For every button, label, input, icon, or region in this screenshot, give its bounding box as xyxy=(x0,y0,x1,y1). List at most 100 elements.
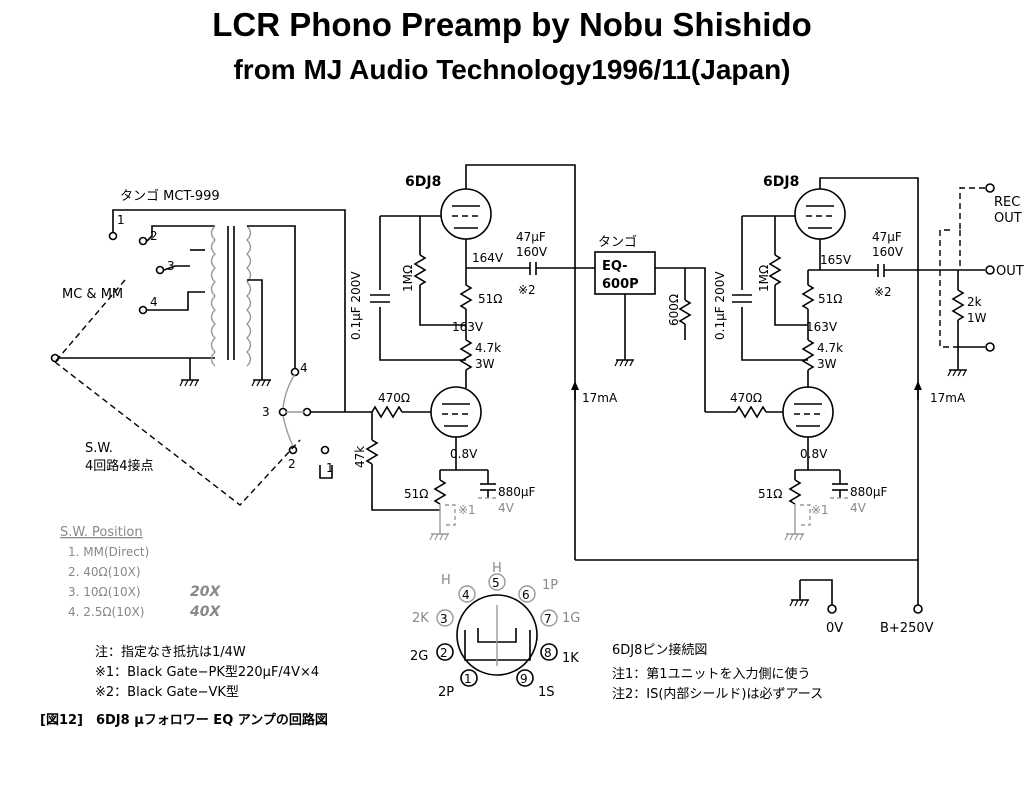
s2-current: 17mA xyxy=(930,391,966,405)
notes: 注：指定なき抵抗は1/4W ※1：Black Gate−PK型220μF/4V×… xyxy=(40,645,328,728)
pin-1: 1 xyxy=(464,672,472,686)
s2-out: OUT xyxy=(996,264,1024,279)
input-label: MC & MM xyxy=(62,287,123,302)
pin-label-h-left: H xyxy=(441,573,451,588)
s1-r47k-w: 3W xyxy=(475,357,495,371)
sw-position-list: S.W. Position 1. MM(Direct) 2. 40Ω(10X) … xyxy=(60,525,221,620)
s1-cap880-v: 4V xyxy=(498,501,515,515)
note-1: ※1：Black Gate−PK型220μF/4V×4 xyxy=(95,665,319,680)
eq-maker: タンゴ xyxy=(598,234,637,250)
figure-caption: [図12] 6DJ8 μフォロワー EQ アンプの回路図 xyxy=(40,712,328,728)
s1-cap47-v: 160V xyxy=(516,245,548,259)
pinout-title: 6DJ8ピン接続図 xyxy=(612,642,707,658)
s2-r51: 51Ω xyxy=(818,292,842,306)
eq-section: タンゴ EQ- 600P 600Ω xyxy=(594,234,706,412)
note-2: ※2：Black Gate−VK型 xyxy=(95,685,239,700)
switch-pos-2: 2 xyxy=(288,457,296,471)
pin-label-2g: 2G xyxy=(410,649,428,664)
pin-2: 2 xyxy=(440,646,448,660)
tap-4-label: 4 xyxy=(150,295,158,309)
s1-r51-cath: 51Ω xyxy=(404,487,428,501)
s2-note1: ※1 xyxy=(811,503,829,517)
s1-cap880: 880μF xyxy=(498,485,536,499)
stage-2: 6DJ8 0.1μF 200V 1MΩ 165V OUT 47μF 160V ※… xyxy=(705,174,1024,560)
pinout-note-1: 注1：第1ユニットを入力側に使う xyxy=(612,666,811,682)
s2-r2k: 2k xyxy=(967,295,982,309)
s2-cap47: 47μF xyxy=(872,230,902,244)
s1-r47kgrid: 47k xyxy=(353,446,367,468)
pinout-note-2: 注2：IS(内部シールド)は必ずアース xyxy=(612,686,823,702)
pin-9: 9 xyxy=(520,672,528,686)
pin-3: 3 xyxy=(440,612,448,626)
s2-cap-01: 0.1μF 200V xyxy=(713,271,727,340)
s1-r51: 51Ω xyxy=(478,292,502,306)
s2-rec-out-b: OUT xyxy=(994,211,1022,226)
power-bplus: B+250V xyxy=(880,621,934,636)
pin-label-1g: 1G xyxy=(562,611,580,626)
s2-r47k-w: 3W xyxy=(817,357,837,371)
pin-label-2p: 2P xyxy=(438,685,454,700)
s2-rec-out-a: REC xyxy=(994,195,1020,210)
power-section: B+250V 0V xyxy=(575,559,934,636)
eq-model-b: 600P xyxy=(602,277,639,292)
pin-5: 5 xyxy=(492,576,500,590)
s2-r1m: 1MΩ xyxy=(757,265,771,292)
stage-1: 6DJ8 0.1μF 200V 1MΩ 164V 47μF 160V ※2 51… xyxy=(345,164,618,560)
tap-3-label: 3 xyxy=(167,259,175,273)
s1-cap47: 47μF xyxy=(516,230,546,244)
s2-r47k: 4.7k xyxy=(817,341,843,355)
switch-pos-1: 1 xyxy=(326,461,334,475)
s1-r470: 470Ω xyxy=(378,391,410,405)
s1-note1: ※1 xyxy=(458,503,476,517)
tube-pinout: 5 6 7 8 9 1 2 3 4 H H 1P 1G 1K 1S 2P 2G … xyxy=(410,561,823,702)
s1-note2: ※2 xyxy=(518,283,536,297)
tube-1-label: 6DJ8 xyxy=(405,174,441,190)
pin-label-1s: 1S xyxy=(538,685,555,700)
transformer-label: タンゴ MCT-999 xyxy=(120,188,220,204)
tap-2-label: 2 xyxy=(150,229,158,243)
s1-r1m: 1MΩ xyxy=(401,265,415,292)
eq-r600: 600Ω xyxy=(667,294,681,326)
s1-v163: 163V xyxy=(452,320,484,334)
title-line-1: LCR Phono Preamp by Nobu Shishido xyxy=(212,6,812,43)
pin-label-1p: 1P xyxy=(542,578,558,593)
s1-cap-01: 0.1μF 200V xyxy=(349,271,363,340)
eq-model-a: EQ- xyxy=(602,259,628,274)
transformer xyxy=(210,225,252,367)
sw-pos-item-3: 3. 10Ω(10X) xyxy=(68,585,141,599)
power-gnd: 0V xyxy=(826,621,843,636)
pin-label-h-top: H xyxy=(492,561,502,576)
s2-v08: 0.8V xyxy=(800,447,828,461)
sw-pos-heading: S.W. Position xyxy=(60,525,143,540)
pin-7: 7 xyxy=(544,612,552,626)
s2-cap880: 880μF xyxy=(850,485,888,499)
s2-cap47-v: 160V xyxy=(872,245,904,259)
tube-2-label: 6DJ8 xyxy=(763,174,799,190)
s2-cap880-v: 4V xyxy=(850,501,867,515)
tap-1-label: 1 xyxy=(117,213,125,227)
sw-pos-hand-3: 20X xyxy=(190,584,221,600)
s2-note2: ※2 xyxy=(874,285,892,299)
s2-v163: 163V xyxy=(806,320,838,334)
pin-8: 8 xyxy=(544,646,552,660)
s2-r51-cath: 51Ω xyxy=(758,487,782,501)
switch-pos-3: 3 xyxy=(262,405,270,419)
s1-v164: 164V xyxy=(472,251,504,265)
sw-pos-hand-4: 40X xyxy=(189,604,221,620)
s1-v08: 0.8V xyxy=(450,447,478,461)
s2-v165: 165V xyxy=(820,253,852,267)
pin-6: 6 xyxy=(522,588,530,602)
sw-pos-item-2: 2. 40Ω(10X) xyxy=(68,565,141,579)
note-0: 注：指定なき抵抗は1/4W xyxy=(95,645,246,660)
sw-pos-item-1: 1. MM(Direct) xyxy=(68,545,149,559)
pin-label-2k: 2K xyxy=(412,611,429,626)
switch-label: S.W. xyxy=(85,441,113,456)
input-section: タンゴ MCT-999 1 2 3 4 MC & MM xyxy=(50,188,346,506)
title-line-2: from MJ Audio Technology1996/11(Japan) xyxy=(233,54,791,85)
switch-pos-4: 4 xyxy=(300,361,308,375)
s1-r47k: 4.7k xyxy=(475,341,501,355)
pin-label-1k: 1K xyxy=(562,651,579,666)
s1-current: 17mA xyxy=(582,391,618,405)
pin-4: 4 xyxy=(462,588,470,602)
